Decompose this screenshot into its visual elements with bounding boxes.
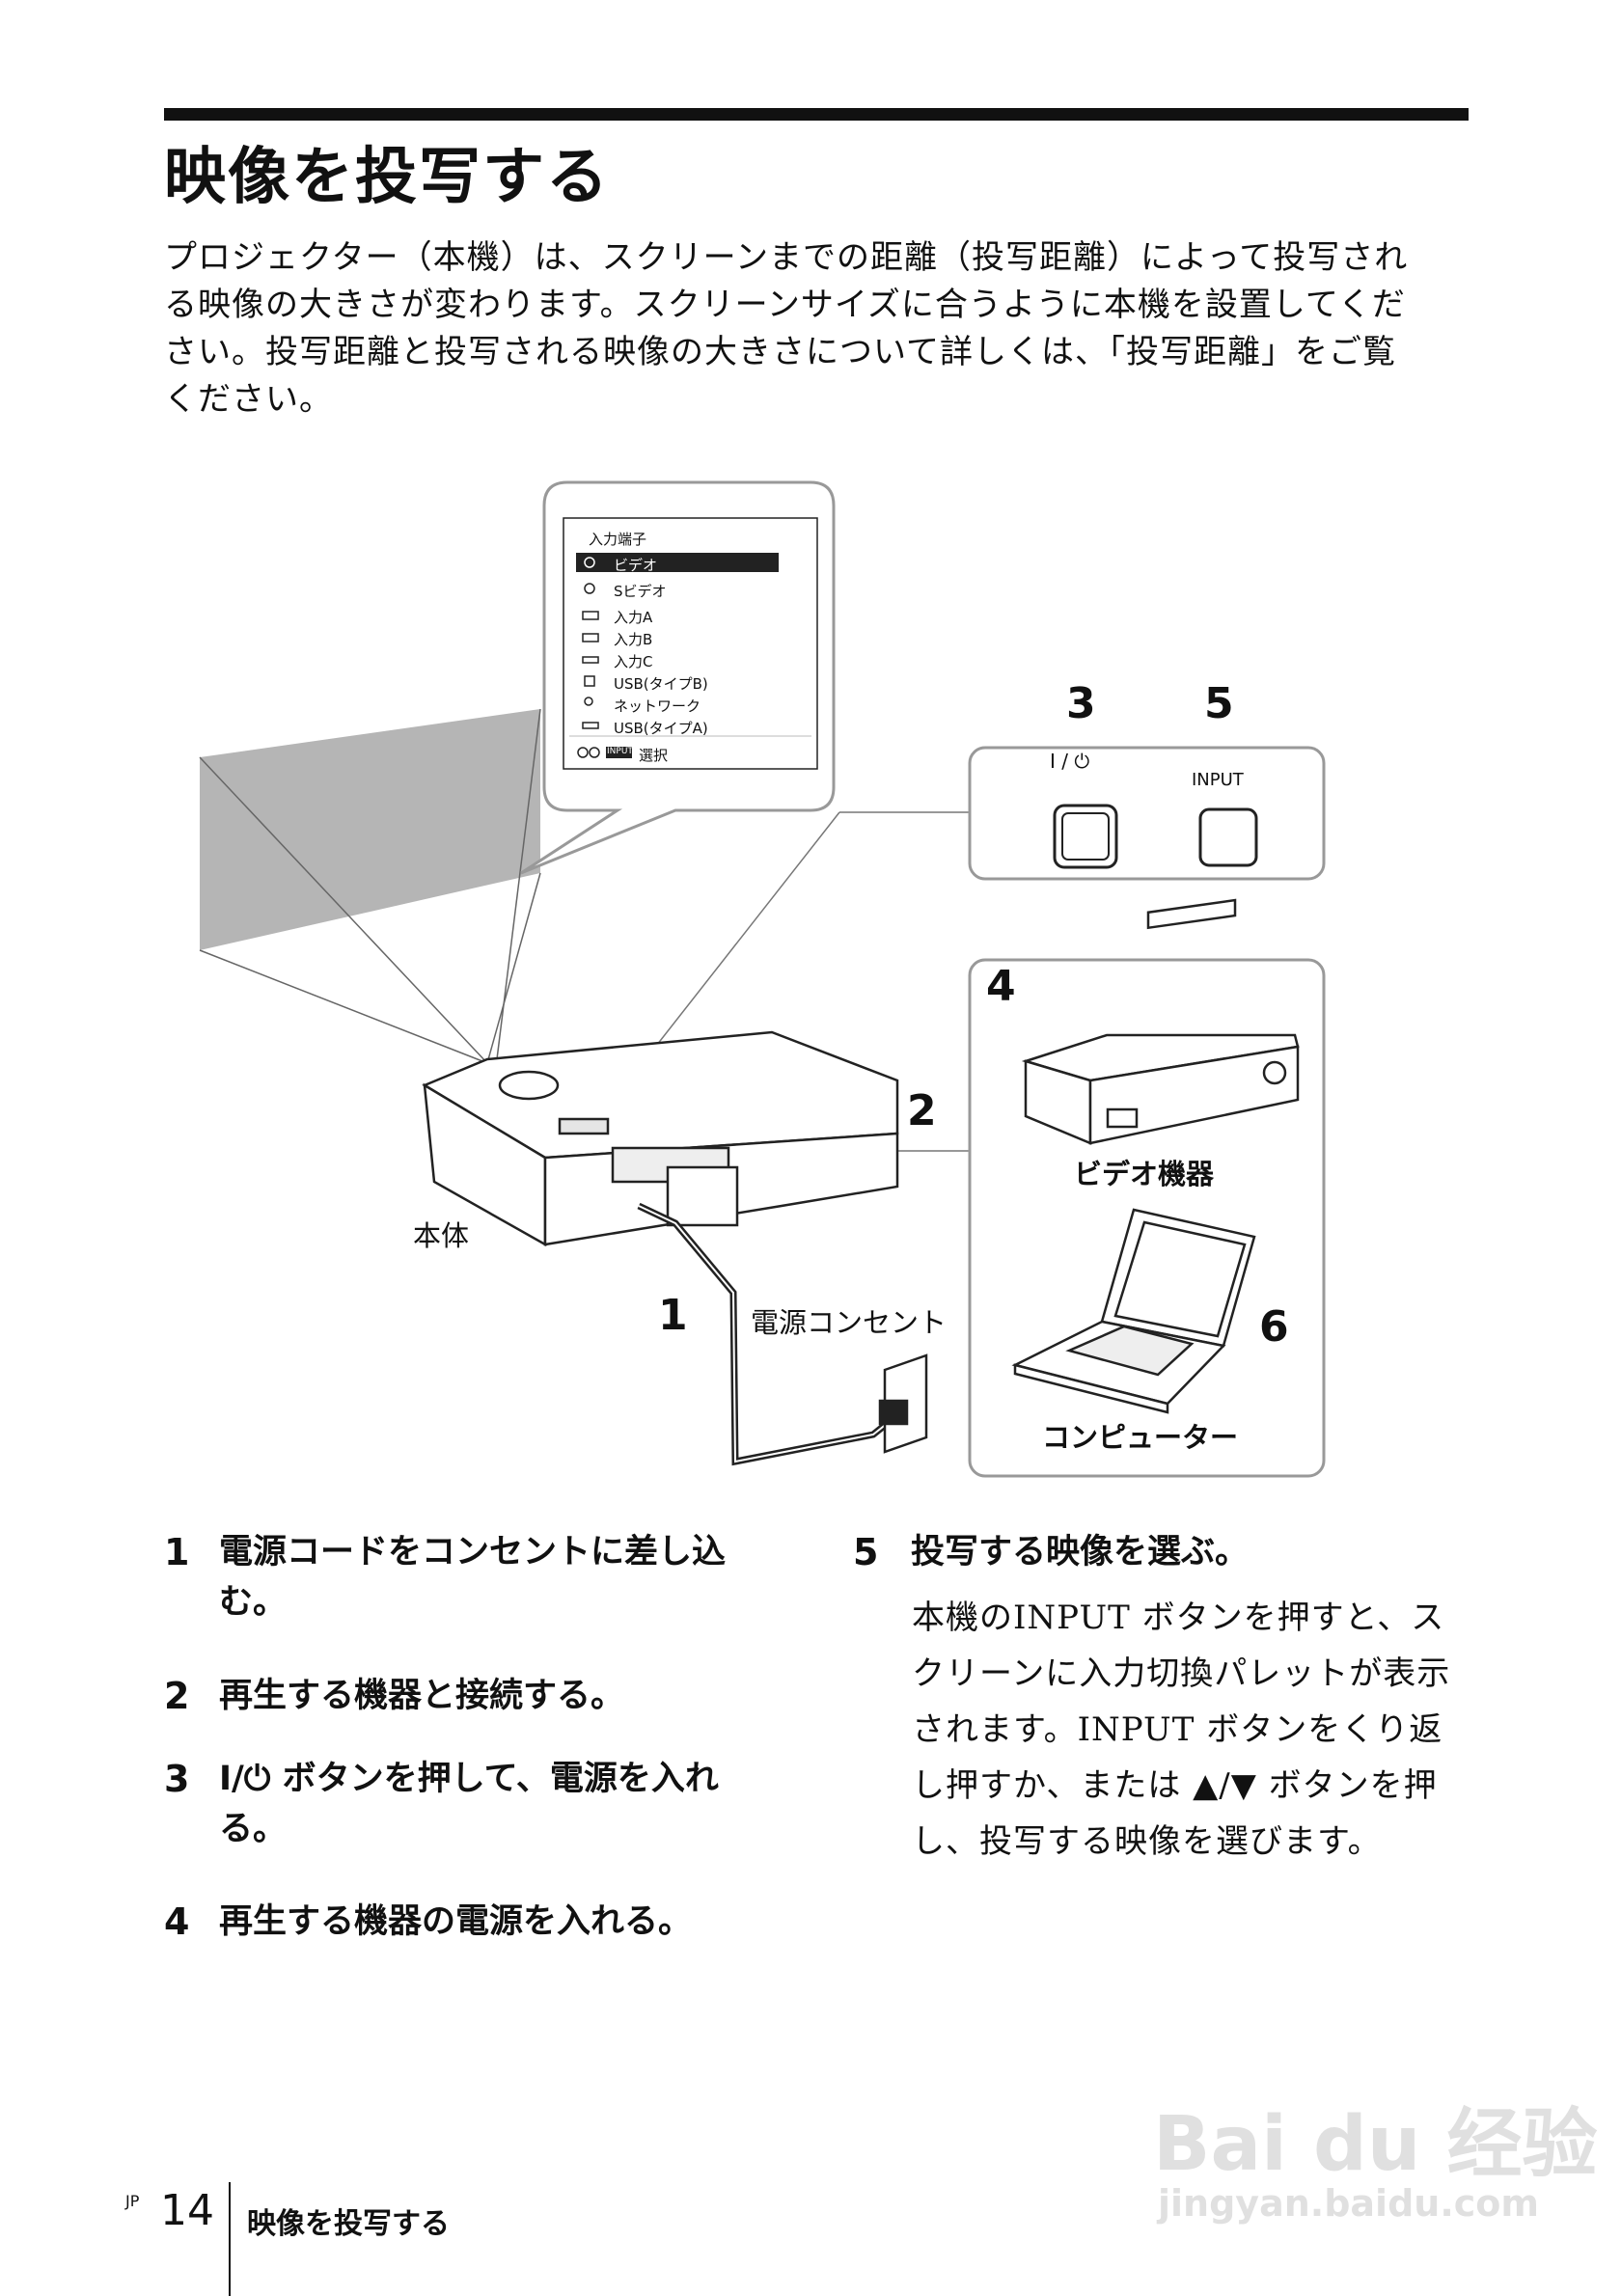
callout-5: 5 (1204, 679, 1234, 728)
step-text: る。 (219, 1810, 288, 1848)
outlet-label: 電源コンセント (751, 1306, 948, 1339)
callout-2: 2 (907, 1086, 937, 1135)
step-number: 3 (164, 1758, 190, 1800)
page-number: 14 (160, 2186, 214, 2235)
callout-6: 6 (1259, 1302, 1289, 1352)
video-device-label: ビデオ機器 (1074, 1158, 1215, 1190)
step-number: 5 (853, 1531, 879, 1573)
button-panel (968, 746, 1326, 881)
step-5-line: クリーンに入力切換パレットが表示 (912, 1654, 1451, 1693)
input-c-icon (582, 656, 599, 664)
input-b-icon (582, 633, 599, 642)
page-title: 映像を投写する (164, 142, 610, 213)
intro-paragraph: プロジェクター（本機）は、スクリーンまでの距離（投写距離）によって投写され る映… (164, 234, 1476, 424)
menu-item-input-c[interactable]: 入力C (614, 653, 653, 670)
step-text: 投写する映像を選ぶ。 (911, 1533, 1250, 1572)
input-a-icon (582, 611, 599, 620)
usb-b-icon (584, 675, 595, 687)
step-number: 4 (164, 1900, 190, 1943)
power-button-label: I / ⏻ (1050, 750, 1090, 773)
outlet-icon (878, 1353, 928, 1454)
callout-3: 3 (1066, 679, 1096, 728)
network-icon (584, 697, 593, 706)
vcr-icon (1021, 898, 1300, 1145)
main-unit-label: 本体 (413, 1219, 470, 1252)
intro-line: さい。投写距離と投写される映像の大きさについて詳しくは、「投写距離」をご覧 (164, 333, 1396, 371)
menu-header: 入力端子 (589, 531, 647, 548)
baidu-watermark-logo: Bai du 经验 (1153, 2101, 1598, 2188)
baidu-watermark-url: jingyan.baidu.com (1158, 2182, 1539, 2225)
callout-1: 1 (658, 1291, 688, 1340)
menu-item-network[interactable]: ネットワーク (614, 697, 701, 715)
intro-line: プロジェクター（本機）は、スクリーンまでの距離（投写距離）によって投写され (164, 238, 1409, 277)
up-icon (577, 747, 589, 758)
down-icon (589, 747, 600, 758)
step-5-line: されます。INPUT ボタンをくり返 (912, 1710, 1443, 1749)
input-button-label: INPUT (1192, 770, 1244, 790)
menu-item-video[interactable]: ビデオ (614, 557, 658, 574)
step-number: 2 (164, 1675, 190, 1717)
menu-item-usb-b[interactable]: USB(タイプB) (614, 675, 708, 693)
menu-item-usb-a[interactable]: USB(タイプA) (614, 720, 708, 737)
footer-divider (229, 2182, 231, 2296)
laptop-icon (1011, 1208, 1256, 1414)
menu-footer-label: 選択 (639, 747, 669, 764)
video-icon (584, 557, 595, 568)
projection-lines (199, 708, 541, 1064)
callout-4: 4 (986, 962, 1016, 1011)
step-text: 電源コードをコンセントに差し込 (219, 1533, 727, 1572)
step-text: 再生する機器の電源を入れる。 (219, 1902, 693, 1941)
step-text: I/⏻ ボタンを押して、電源を入れ (219, 1760, 719, 1798)
menu-selection-bar (576, 553, 779, 572)
intro-line: ください。 (164, 380, 333, 419)
step-number: 1 (164, 1531, 190, 1573)
usb-a-icon (582, 722, 599, 729)
title-rule (164, 108, 1469, 121)
region-mark: JP (125, 2192, 140, 2210)
input-button (1198, 807, 1258, 867)
computer-label: コンピューター (1042, 1421, 1239, 1454)
step-5-line: し、投写する映像を選びます。 (912, 1822, 1382, 1861)
menu-item-s-video[interactable]: Sビデオ (614, 583, 667, 600)
projector-icon (422, 1030, 899, 1247)
footer-section-title: 映像を投写する (247, 2207, 450, 2241)
menu-item-input-b[interactable]: 入力B (614, 631, 653, 648)
menu-item-input-a[interactable]: 入力A (614, 609, 653, 626)
step-5-line: 本機のINPUT ボタンを押すと、ス (912, 1599, 1445, 1637)
menu-input-badge: INPUT (607, 747, 633, 756)
step-text: む。 (219, 1583, 288, 1622)
step-5-line: し押すか、または ▲/▼ ボタンを押 (912, 1766, 1438, 1805)
projection-screen (200, 709, 540, 950)
step-5-body: 本機のINPUT ボタンを押すと、ス クリーンに入力切換パレットが表示 されます… (912, 1590, 1450, 1870)
s-video-icon (584, 583, 595, 594)
step-text: 再生する機器と接続する。 (219, 1677, 625, 1715)
intro-line: る映像の大きさが変わります。スクリーンサイズに合うように本機を設置してくだ (164, 286, 1406, 324)
